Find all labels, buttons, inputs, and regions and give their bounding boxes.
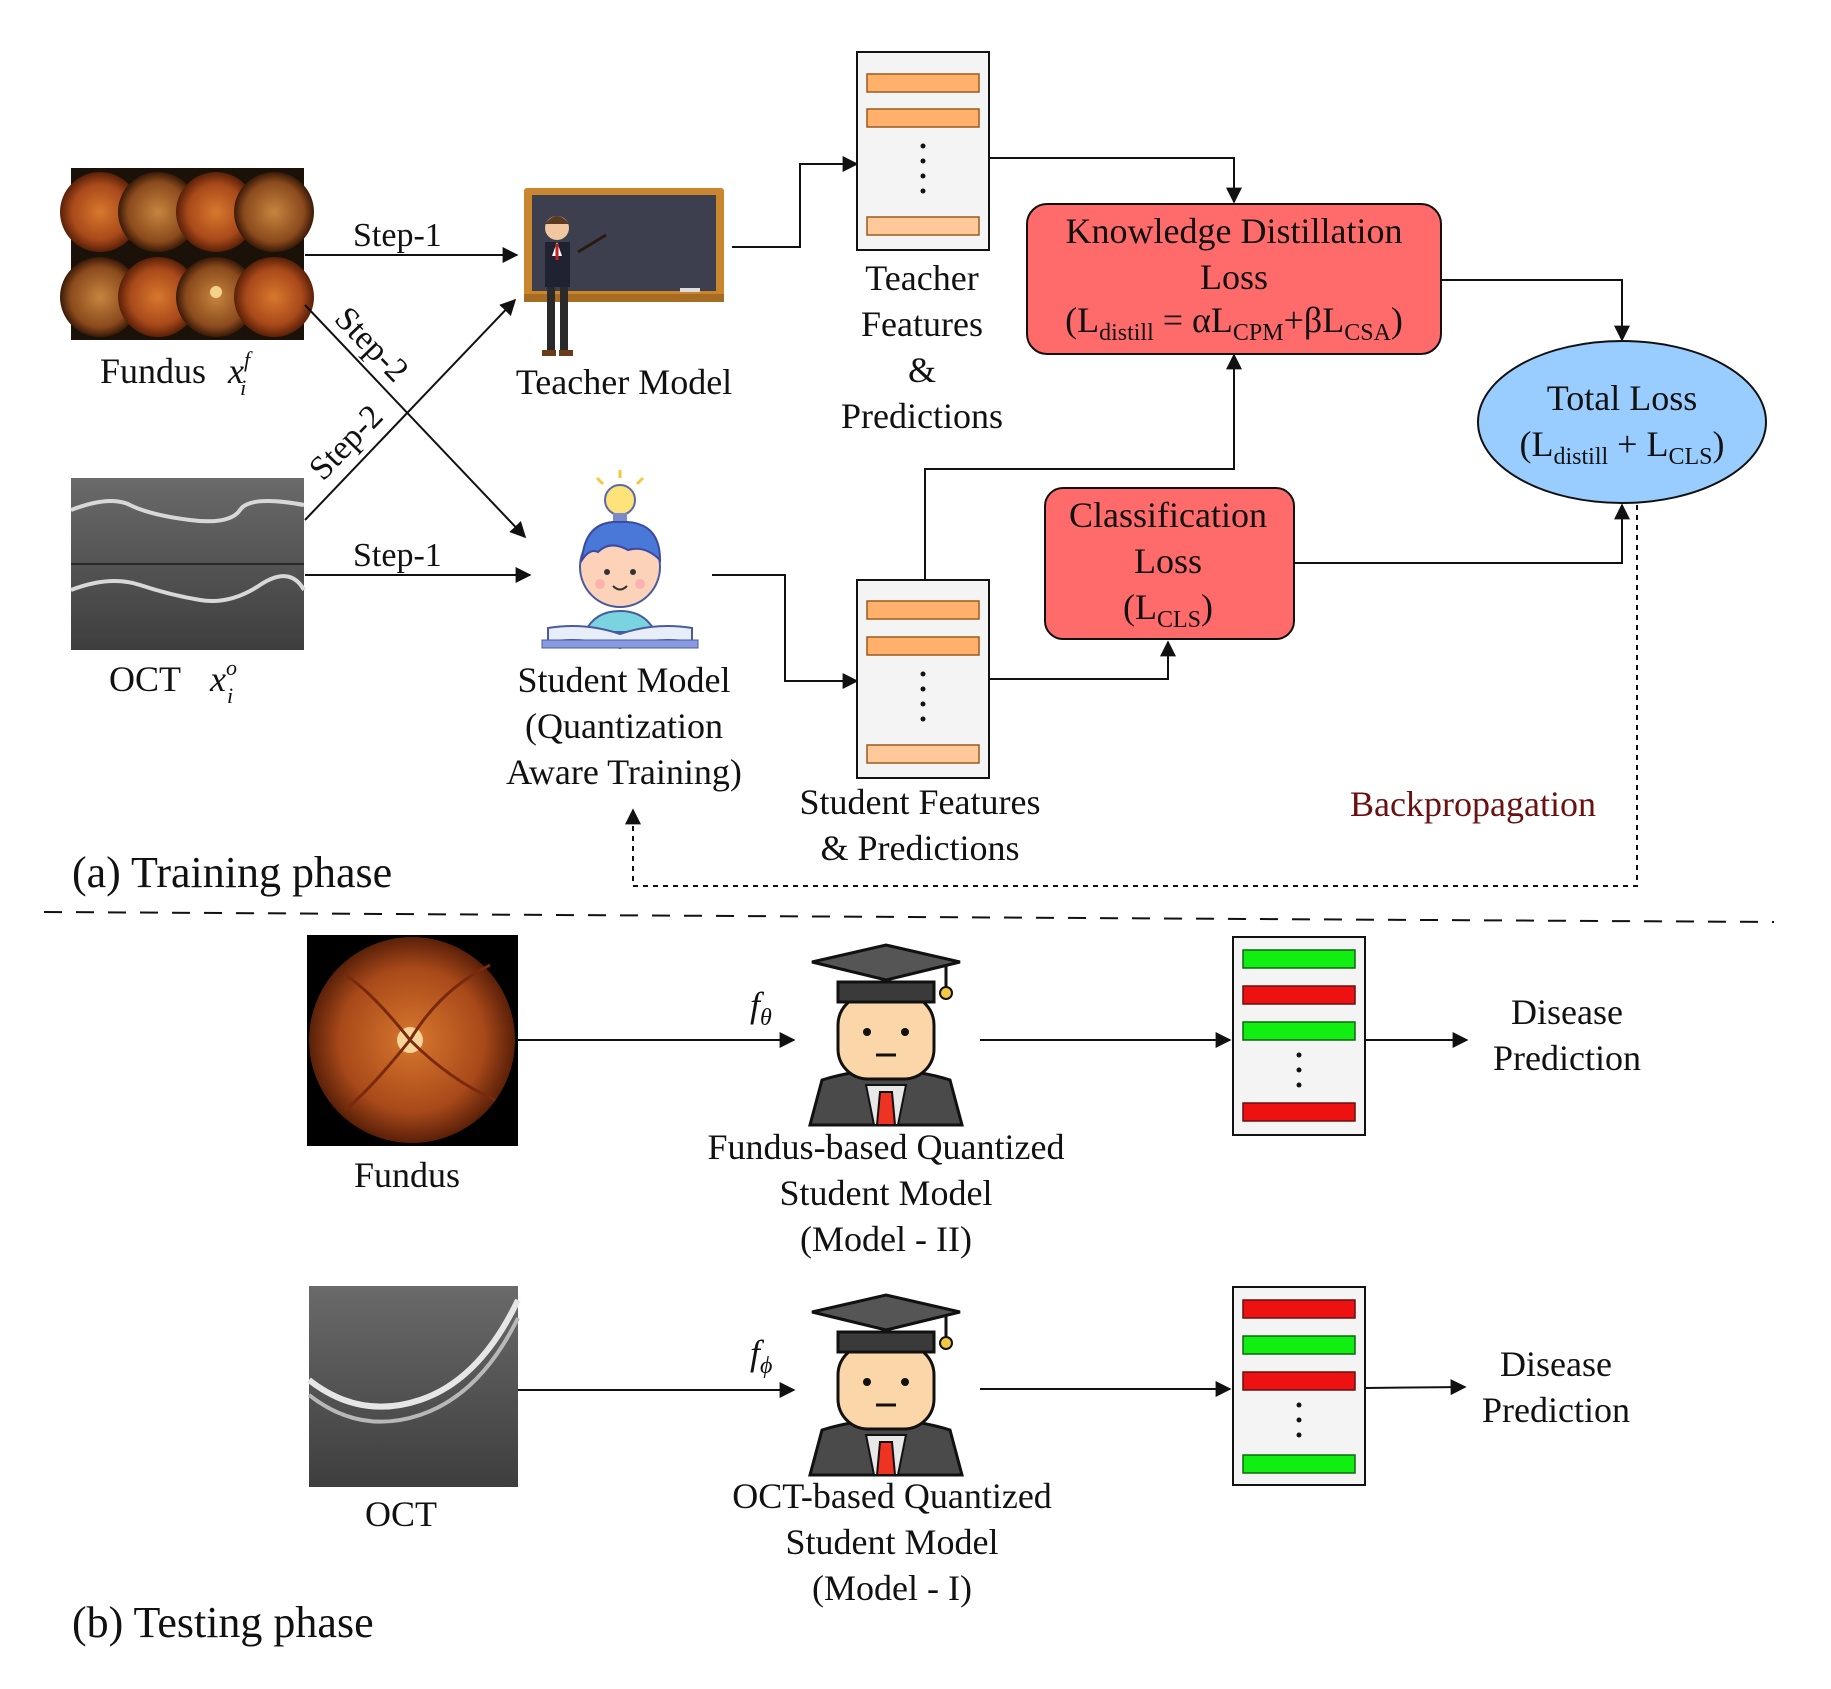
kd-loss-line1: Knowledge Distillation	[1066, 211, 1403, 251]
total-loss-line1: Total Loss	[1547, 378, 1697, 418]
backprop-label: Backpropagation	[1350, 784, 1596, 824]
teacher-model-label: Teacher Model	[516, 362, 732, 402]
step1-top-label: Step-1	[353, 217, 442, 254]
backprop-dotted-arrow	[625, 505, 1638, 887]
prediction-box-top	[1232, 936, 1366, 1136]
arrow-preds-to-disease-bottom	[1364, 1379, 1467, 1396]
student-features-line2: & Predictions	[821, 828, 1020, 868]
arrow-student-features-to-kd	[924, 353, 1242, 580]
kd-loss-line2: Loss	[1200, 257, 1268, 297]
kd-loss-formula: (Ldistill = αLCPM+βLCSA)	[1065, 300, 1403, 346]
oct-mosaic-image	[70, 478, 306, 650]
total-loss-ellipse	[1477, 340, 1767, 504]
arrow-student-features-to-cls	[989, 640, 1176, 680]
student-model-line3: Aware Training)	[506, 752, 742, 792]
student-model-line2: (Quantization	[525, 706, 723, 746]
cls-loss-formula: (LCLS)	[1123, 587, 1213, 633]
total-loss-formula: (Ldistill + LCLS)	[1520, 424, 1725, 470]
teacher-features-line2: Features	[861, 304, 983, 344]
oct-model-line2: Student Model	[786, 1522, 999, 1562]
oct-model-line1: OCT-based Quantized	[732, 1476, 1052, 1516]
disease-prediction-top-line2: Prediction	[1493, 1038, 1641, 1078]
arrow-oct-to-teacher	[304, 298, 517, 521]
oct-test-image	[307, 1286, 521, 1487]
arrow-student-to-features	[712, 574, 859, 689]
teacher-features-line1: Teacher	[865, 258, 978, 298]
f-phi-label: fϕ	[750, 1333, 772, 1379]
oct-label: OCT	[109, 659, 181, 699]
testing-phase-label: (b) Testing phase	[72, 1598, 374, 1647]
cls-loss-line1: Classification	[1069, 495, 1267, 535]
arrow-cls-to-total	[1294, 503, 1630, 564]
arrow-kd-to-total	[1441, 279, 1630, 342]
disease-prediction-bottom-line2: Prediction	[1482, 1390, 1630, 1430]
graduate-icon-top	[808, 943, 964, 1127]
teacher-features-line4: Predictions	[841, 396, 1003, 436]
teacher-icon	[524, 188, 724, 356]
oct-test-label: OCT	[365, 1494, 437, 1534]
arrow-teacher-features-to-kd	[989, 157, 1242, 204]
student-features-line1: Student Features	[800, 782, 1041, 822]
student-model-line1: Student Model	[518, 660, 731, 700]
training-phase-label: (a) Training phase	[72, 848, 392, 897]
prediction-box-bottom	[1232, 1286, 1366, 1486]
oct-model-line3: (Model - I)	[812, 1568, 972, 1608]
f-theta-label: fθ	[750, 985, 772, 1031]
fundus-model-line3: (Model - II)	[800, 1219, 972, 1259]
phase-separator	[43, 911, 1775, 923]
fundus-label: Fundus	[100, 351, 206, 391]
fundus-mosaic-image	[60, 168, 314, 340]
teacher-features-box	[856, 51, 990, 251]
student-icon	[541, 470, 699, 650]
arrow-teacher-to-features	[732, 156, 859, 248]
step1-bottom-label: Step-1	[353, 537, 442, 574]
fundus-test-image	[307, 935, 518, 1146]
fundus-test-label: Fundus	[354, 1155, 460, 1195]
step2-up-label: Step-2	[302, 398, 390, 488]
fundus-model-line1: Fundus-based Quantized	[708, 1127, 1065, 1167]
cls-loss-line2: Loss	[1134, 541, 1202, 581]
teacher-features-line3: &	[908, 350, 936, 390]
disease-prediction-top-line1: Disease	[1511, 992, 1623, 1032]
arrow-fundus-to-student	[304, 304, 527, 539]
graduate-icon-bottom	[808, 1293, 964, 1477]
fundus-model-line2: Student Model	[780, 1173, 993, 1213]
disease-prediction-bottom-line1: Disease	[1500, 1344, 1612, 1384]
student-features-box	[856, 579, 990, 779]
